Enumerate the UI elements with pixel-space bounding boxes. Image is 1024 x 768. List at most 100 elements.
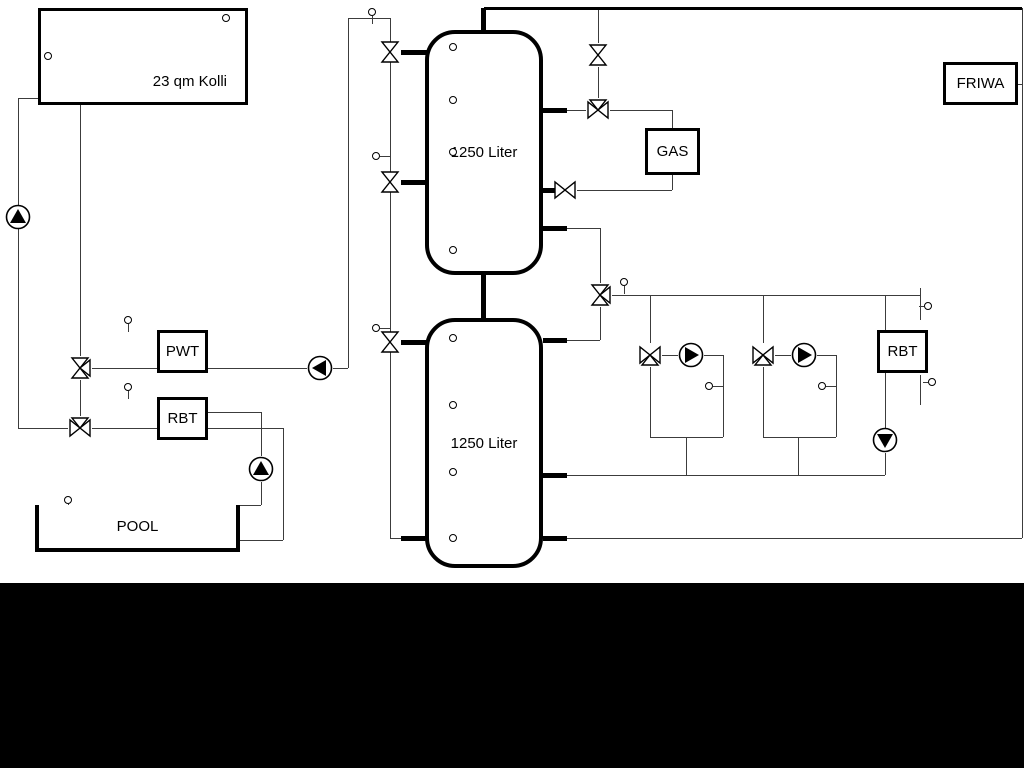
pipe-line [283, 428, 284, 540]
pipe-line [723, 355, 724, 437]
pipe-line [577, 190, 672, 191]
pipe-line [704, 355, 723, 356]
pipe-line [672, 110, 673, 128]
pipe-stub [401, 536, 427, 541]
pipe-line [261, 482, 262, 505]
pipe-line [600, 228, 601, 283]
valve-icon [586, 43, 610, 67]
pipe-line [80, 380, 81, 416]
rbt-heat-exchanger-right-box: RBT [877, 330, 928, 373]
pipe-line [333, 368, 348, 369]
pipe-stub [401, 50, 427, 55]
rbt-heat-exchanger-left-box: RBT [157, 397, 208, 440]
rbt-left-label: RBT [167, 410, 198, 427]
pipe-line [208, 368, 307, 369]
rbt-right-label: RBT [887, 343, 918, 360]
gas-boiler-label: GAS [656, 143, 689, 160]
three-way-valve-icon [751, 343, 775, 367]
sensor-icon [449, 43, 457, 51]
sensor-icon [449, 468, 457, 476]
pipe-line [600, 307, 601, 340]
pipe-line [662, 355, 678, 356]
pipe-line [240, 505, 261, 506]
sensor-icon [124, 316, 132, 324]
pipe-line [1022, 8, 1023, 538]
sensor-icon [449, 96, 457, 104]
pipe-stub [401, 180, 427, 185]
sensor-icon [705, 382, 713, 390]
pipe-line [390, 18, 391, 538]
pump-icon [872, 427, 898, 453]
pipe-line [598, 67, 599, 98]
pipe-line [390, 538, 403, 539]
sensor-tail [826, 386, 836, 387]
pipe-line [598, 8, 599, 43]
pipe-line [650, 367, 651, 437]
pipe-line [80, 105, 81, 356]
sensor-icon [620, 278, 628, 286]
sensor-tail [128, 391, 129, 399]
sensor-icon [924, 302, 932, 310]
sensor-tail [713, 386, 723, 387]
friwa-station-box: FRIWA [943, 62, 1018, 105]
pipe-line [686, 437, 687, 475]
pump-icon [678, 342, 704, 368]
sensor-tail [128, 324, 129, 332]
pipe-line [348, 18, 390, 19]
pipe-line [775, 355, 791, 356]
sensor-icon [222, 14, 230, 22]
pipe-line [565, 538, 1022, 539]
pool-basin: POOL [35, 505, 240, 552]
pipe-line [920, 375, 921, 405]
three-way-valve-icon [638, 343, 662, 367]
pool-label: POOL [116, 518, 159, 535]
solar-collector-box: 23 qm Kolli [38, 8, 248, 105]
sensor-icon [449, 334, 457, 342]
valve-icon [378, 40, 402, 64]
pipe-stub [543, 226, 567, 231]
pipe-line [672, 175, 673, 190]
sensor-icon [64, 496, 72, 504]
pipe-line [798, 437, 799, 475]
pwt-label: PWT [165, 343, 200, 360]
sensor-tail [919, 306, 924, 307]
gas-boiler-box: GAS [645, 128, 700, 175]
friwa-station-label: FRIWA [956, 75, 1005, 92]
pump-icon [5, 204, 31, 230]
pipe-line [885, 295, 886, 330]
valve-icon [378, 170, 402, 194]
three-way-valve-icon [68, 356, 92, 380]
three-way-valve-icon [588, 283, 612, 307]
sensor-icon [372, 152, 380, 160]
pipe-line [92, 368, 157, 369]
pipe-stub [543, 536, 567, 541]
pipe-line [763, 367, 764, 437]
pipe-line [565, 475, 885, 476]
pipe-line [348, 18, 349, 368]
pipe-line [920, 288, 921, 320]
pipe-stub [543, 188, 555, 193]
sensor-icon [818, 382, 826, 390]
pipe-line [208, 428, 283, 429]
valve-icon [378, 330, 402, 354]
pump-icon [248, 456, 274, 482]
pipe-stub [543, 338, 567, 343]
pipe-line [18, 98, 38, 99]
pipe-line [565, 228, 600, 229]
solar-collector-label: 23 qm Kolli [152, 73, 227, 90]
pipe-stub [543, 108, 567, 113]
pipe-line [763, 437, 836, 438]
sensor-tail [380, 328, 390, 329]
three-way-valve-icon [68, 416, 92, 440]
pipe-line [650, 295, 651, 343]
pipe-line [610, 110, 672, 111]
buffer-tank-2: 1250 Liter [425, 318, 543, 568]
pipe-line [763, 295, 764, 343]
pipe-stub [543, 473, 567, 478]
pwt-heat-exchanger-box: PWT [157, 330, 208, 373]
pipe-line [885, 373, 886, 428]
pipe-line [18, 428, 68, 429]
pipe-line [1018, 84, 1022, 85]
pipe-line [92, 428, 157, 429]
